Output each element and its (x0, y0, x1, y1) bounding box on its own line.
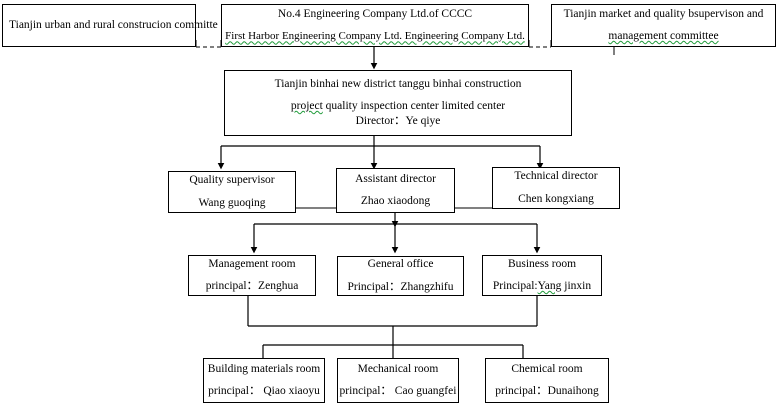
node-management-room[interactable]: Management room principal：Zenghua (188, 255, 316, 296)
node-line: Wang guoqing (198, 196, 266, 209)
node-line: Technical director (514, 170, 598, 183)
node-line-prefix: Principal: (492, 280, 538, 292)
flagged-word: project (290, 99, 323, 112)
node-line: Assistant director (355, 172, 436, 185)
node-line: No.4 Engineering Company Ltd.of CCCC (277, 8, 473, 21)
node-urban-rural-committee[interactable]: Tianjin urban and rural construcion comm… (2, 4, 218, 47)
node-line-flagged: management committee (608, 30, 719, 42)
node-chemical-room[interactable]: Chemical room principal：Dunaihong (485, 358, 609, 403)
node-line: General office (367, 258, 434, 271)
node-line-suffix: jinxin (561, 280, 592, 292)
node-line-flagged: Principal:Yang jinxin (493, 279, 591, 294)
node-mechanical-room[interactable]: Mechanical room principal： Cao guangfei (337, 358, 459, 403)
node-line: Business room (507, 257, 577, 270)
node-line: principal：Dunaihong (495, 385, 599, 397)
node-general-office[interactable]: General office Principal：Zhangzhifu (337, 256, 464, 296)
node-line-director: Director：Ye qiye (355, 115, 441, 128)
node-assistant-director[interactable]: Assistant director Zhao xiaodong (336, 168, 455, 213)
node-technical-director[interactable]: Technical director Chen kongxiang (492, 167, 620, 209)
node-line: Chen kongxiang (518, 192, 594, 205)
node-line-rest: quality inspection center limited center (322, 99, 506, 112)
node-line: Building materials room (207, 362, 321, 375)
node-line: Zhao xiaodong (360, 195, 431, 207)
link-rooms-to-labs (247, 296, 538, 366)
node-line: principal： Qiao xiaoyu (208, 385, 320, 397)
node-line: Management room (208, 257, 296, 270)
node-quality-supervisor[interactable]: Quality supervisor Wang guoqing (168, 171, 296, 213)
node-line-flagged: First Harbor Engineering Company Ltd. En… (225, 30, 525, 43)
link-managers-to-rooms (250, 213, 541, 254)
flagged-word: Yang (537, 280, 562, 292)
node-line-flagged: project quality inspection center limite… (291, 99, 505, 114)
node-line: Quality supervisor (189, 174, 275, 187)
node-business-room[interactable]: Business room Principal:Yang jinxin (482, 255, 602, 296)
node-line: principal： Cao guangfei (339, 385, 457, 397)
node-line: principal：Zenghua (205, 280, 299, 292)
node-inspection-center[interactable]: Tianjin binhai new district tanggu binha… (224, 70, 572, 136)
node-cccc-company[interactable]: No.4 Engineering Company Ltd.of CCCC Fir… (221, 4, 529, 47)
node-line: Tianjin urban and rural construcion comm… (9, 18, 218, 31)
link-center-to-managers (217, 136, 544, 170)
node-market-quality-committee[interactable]: Tianjin market and quality bsupervison a… (551, 4, 776, 47)
node-line: Chemical room (511, 362, 583, 375)
node-line: Principal：Zhangzhifu (347, 280, 454, 293)
node-line: Tianjin binhai new district tanggu binha… (274, 77, 522, 90)
node-building-materials-room[interactable]: Building materials room principal： Qiao … (203, 358, 325, 403)
node-line: Tianjin market and quality bsupervison a… (563, 7, 764, 20)
node-line: Mechanical room (357, 362, 439, 375)
